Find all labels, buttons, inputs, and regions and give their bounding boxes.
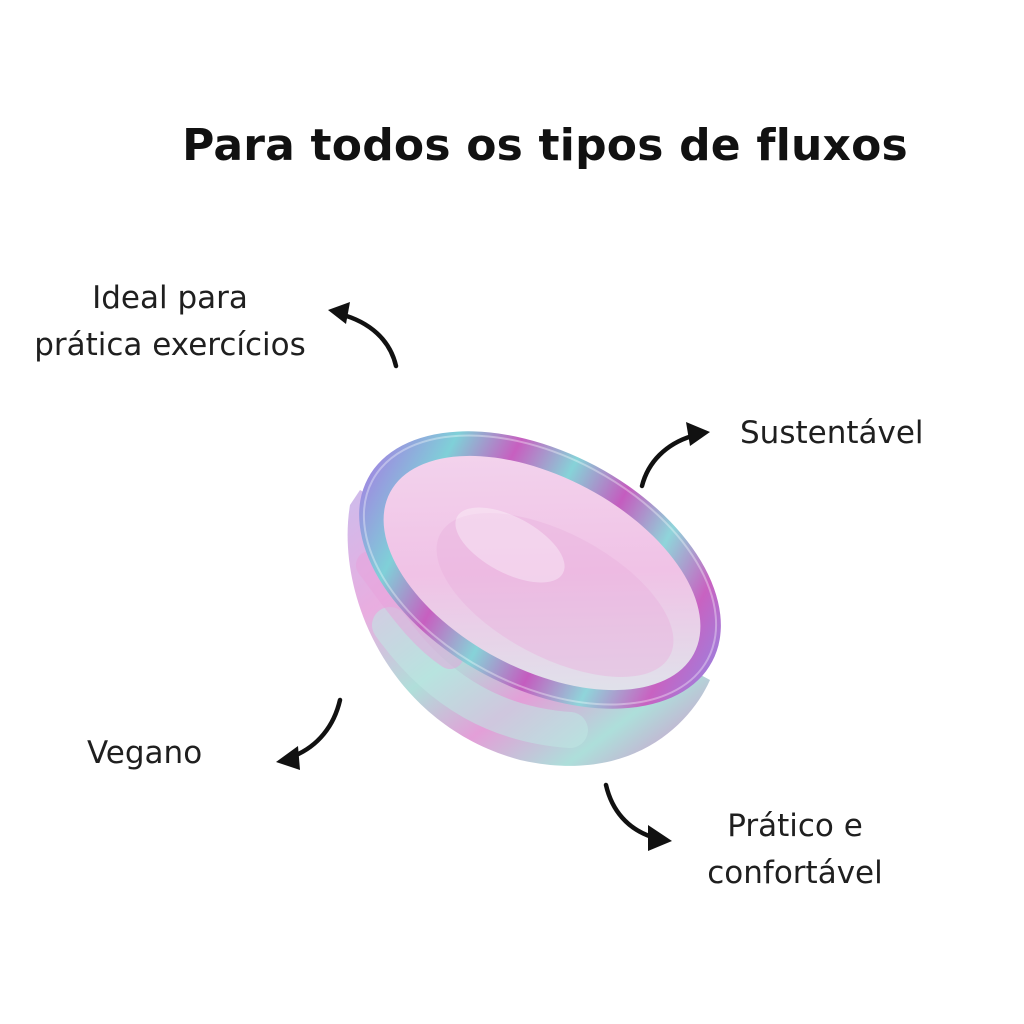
curved-arrow-up-right-icon [639, 422, 710, 489]
feature-label-vegan: Vegano [87, 735, 203, 771]
feature-label-practical-line2: confortável [707, 854, 883, 891]
feature-label-exercise: Ideal para prática exercícios [0, 275, 340, 368]
curved-arrow-down-left-icon [276, 697, 343, 770]
feature-label-practical-line1: Prático e [727, 808, 863, 844]
curved-arrow-down-right-icon [603, 782, 672, 851]
feature-label-exercise-line1: Ideal para [92, 280, 248, 316]
curved-arrow-up-left-icon [328, 302, 399, 369]
feature-label-exercise-line2: prática exercícios [34, 326, 306, 363]
page-title: Para todos os tipos de fluxos [182, 120, 908, 171]
feature-label-practical: Prático e confortável [680, 803, 910, 896]
feature-label-sustainable: Sustentável [740, 415, 924, 451]
menstrual-cup-image [347, 431, 721, 766]
